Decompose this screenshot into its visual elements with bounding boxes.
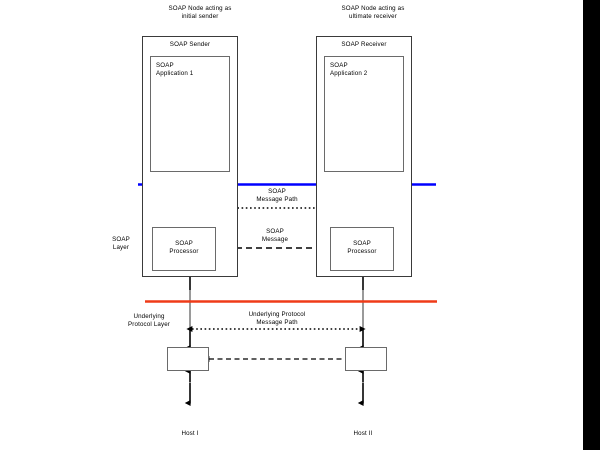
- underlying-protocol-layer-label: Underlying Protocol Layer: [128, 313, 170, 329]
- soap-message-path-label: SOAP Message Path: [256, 188, 298, 204]
- host-left-label: Host I: [181, 430, 199, 437]
- node-caption-left: SOAP Node acting as initial sender: [168, 5, 232, 21]
- host-right-label: Host II: [353, 430, 373, 437]
- soap-layer-label: SOAP Layer: [112, 236, 130, 252]
- soap-processor-right-box: [330, 227, 394, 271]
- underlying-message-path-label: Underlying Protocol Message Path: [248, 311, 306, 327]
- protocol-entity-left-box: [167, 347, 209, 371]
- soap-sender-header: SOAP Sender: [169, 41, 211, 48]
- node-caption-right: SOAP Node acting as ultimate receiver: [341, 5, 405, 21]
- soap-processor-right-label: SOAP Processor: [347, 240, 377, 256]
- right-edge-band: [583, 0, 600, 450]
- soap-application-1-label: SOAP Application 1: [156, 62, 194, 78]
- soap-application-2-label: SOAP Application 2: [330, 62, 368, 78]
- soap-application-1-box: [150, 56, 230, 172]
- soap-receiver-header: SOAP Receiver: [341, 41, 387, 48]
- soap-application-2-box: [324, 56, 404, 172]
- soap-processor-left-box: [152, 227, 216, 271]
- soap-message-label: SOAP Message: [261, 228, 289, 244]
- soap-processor-left-label: SOAP Processor: [169, 240, 199, 256]
- protocol-entity-right-box: [345, 347, 387, 371]
